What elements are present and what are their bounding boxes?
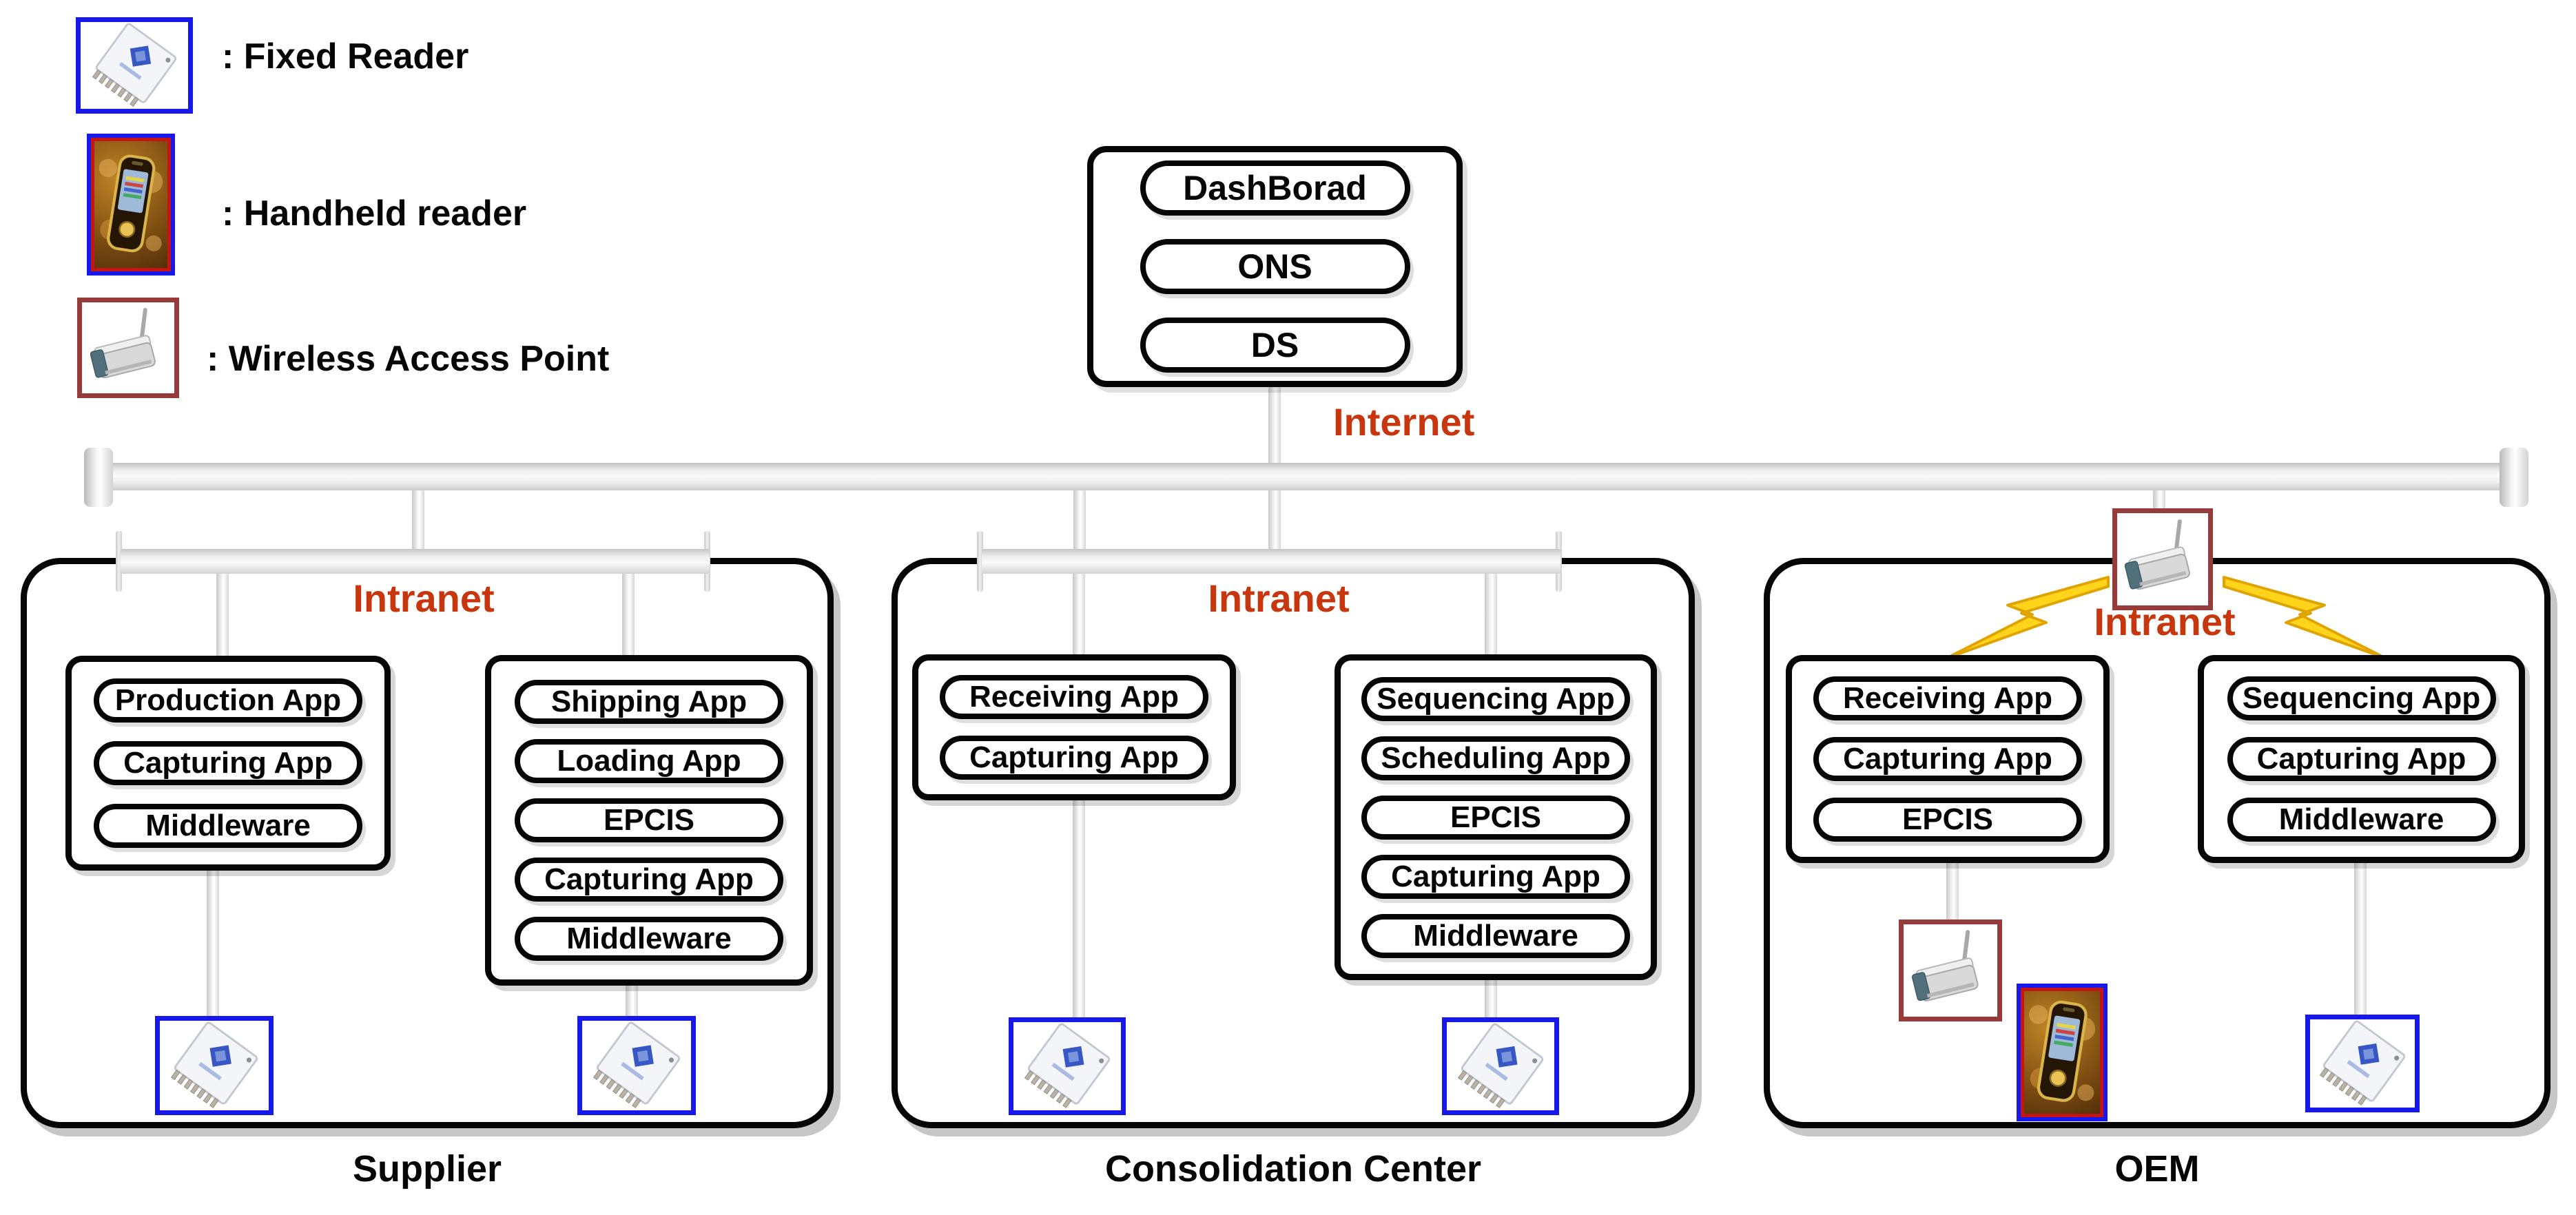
cc-intranet-left-tick — [977, 531, 983, 592]
supplier-intranet-pipe — [121, 549, 710, 574]
cc-intranet-pipe — [982, 549, 1560, 574]
internet-services-box: DashBorad ONS DS — [1087, 146, 1463, 387]
section-label-consolidation-center: Consolidation Center — [1104, 1148, 1481, 1190]
wire-cc-right-box-to-reader — [1485, 978, 1497, 1021]
pill-dashboard: DashBorad — [1140, 160, 1410, 216]
fixed-reader-icon — [577, 1016, 696, 1115]
fixed-reader-icon — [155, 1016, 274, 1115]
cc-left-box: Receiving App Capturing App — [912, 654, 1236, 800]
wire-cc-bar-to-left-box — [1073, 572, 1085, 658]
pill-capturing-app: Capturing App — [94, 741, 362, 785]
supplier-left-box: Production App Capturing App Middleware — [65, 656, 391, 871]
fixed-reader-art — [81, 22, 188, 109]
fixed-reader-art — [1447, 1022, 1554, 1110]
fixed-reader-icon — [76, 17, 193, 114]
wire-backbone-to-consolidation — [1073, 489, 1086, 552]
legend-label-handheld-reader: : Handheld reader — [222, 194, 527, 233]
pill-loading-app: Loading App — [515, 739, 783, 783]
pill-middleware: Middleware — [515, 917, 783, 961]
fixed-reader-icon — [1009, 1017, 1126, 1115]
supplier-right-box: Shipping App Loading App EPCIS Capturing… — [485, 655, 813, 986]
pill-epcis: EPCIS — [1361, 795, 1630, 840]
cc-right-box: Sequencing App Scheduling App EPCIS Capt… — [1335, 654, 1657, 980]
pill-production-app: Production App — [94, 678, 362, 723]
pill-epcis: EPCIS — [1813, 798, 2082, 842]
wire-backbone-to-supplier — [412, 489, 424, 552]
wire-supplier-bar-to-right-box — [622, 572, 635, 660]
pill-scheduling-app: Scheduling App — [1361, 736, 1630, 780]
handheld-reader-icon — [87, 134, 175, 276]
pill-sequencing-app: Sequencing App — [2227, 676, 2496, 720]
intranet-label-supplier: Intranet — [353, 577, 495, 620]
legend-label-fixed-reader: : Fixed Reader — [222, 37, 469, 76]
handheld-reader-photo — [91, 138, 171, 271]
wireless-access-point-art — [2123, 518, 2192, 592]
fixed-reader-art — [160, 1021, 269, 1110]
wireless-access-point-icon — [1899, 920, 2002, 1021]
backbone-right-cap — [2500, 448, 2528, 507]
handheld-reader-art — [94, 141, 167, 268]
pill-capturing-app: Capturing App — [1813, 737, 2082, 781]
pill-sequencing-app: Sequencing App — [1361, 676, 1630, 721]
pill-shipping-app: Shipping App — [515, 680, 783, 724]
intranet-label-consolidation: Intranet — [1208, 577, 1350, 620]
pill-epcis: EPCIS — [515, 798, 783, 842]
backbone-left-cap — [84, 448, 113, 507]
pill-receiving-app: Receiving App — [940, 675, 1208, 719]
wire-cc-left-box-to-reader — [1073, 799, 1085, 1021]
pill-ds: DS — [1140, 318, 1410, 373]
fixed-reader-art — [2310, 1019, 2415, 1108]
oem-left-box: Receiving App Capturing App EPCIS — [1786, 655, 2110, 863]
pill-middleware: Middleware — [1361, 913, 1630, 958]
pill-middleware: Middleware — [94, 804, 362, 848]
fixed-reader-art — [1013, 1022, 1121, 1110]
pill-middleware: Middleware — [2227, 798, 2496, 842]
legend-label-wireless-access-point: : Wireless Access Point — [207, 339, 610, 379]
wireless-access-point-icon — [2112, 508, 2213, 610]
intranet-label-oem: Intranet — [2094, 600, 2236, 643]
pill-receiving-app: Receiving App — [1813, 676, 2082, 720]
fixed-reader-icon — [1442, 1017, 1559, 1115]
fixed-reader-art — [582, 1021, 691, 1110]
wireless-access-point-art — [1910, 928, 1979, 1004]
handheld-reader-art — [2024, 991, 2100, 1114]
pill-capturing-app: Capturing App — [940, 736, 1208, 780]
section-label-supplier: Supplier — [352, 1148, 502, 1190]
wireless-access-point-art — [88, 307, 157, 381]
supplier-intranet-left-tick — [116, 531, 122, 592]
wire-cc-bar-to-right-box — [1485, 572, 1497, 658]
wire-supplier-right-box-to-reader — [626, 984, 638, 1019]
wire-oem-left-box-to-wap — [1946, 861, 1959, 923]
pill-capturing-app: Capturing App — [515, 858, 783, 902]
section-label-oem: OEM — [2114, 1148, 2200, 1190]
wire-oem-right-box-to-reader — [2354, 861, 2367, 1018]
handheld-reader-photo — [2021, 988, 2103, 1117]
pill-capturing-app: Capturing App — [2227, 737, 2496, 781]
internet-label: Internet — [1333, 400, 1475, 444]
pill-ons: ONS — [1140, 239, 1410, 294]
internet-backbone-pipe — [110, 463, 2502, 490]
fixed-reader-icon — [2305, 1015, 2420, 1112]
handheld-reader-icon — [2017, 984, 2108, 1121]
pill-capturing-app: Capturing App — [1361, 854, 1630, 899]
wire-supplier-bar-to-left-box — [216, 572, 229, 661]
wire-supplier-left-box-to-reader — [207, 869, 219, 1019]
oem-right-box: Sequencing App Capturing App Middleware — [2198, 655, 2525, 863]
wireless-access-point-icon — [77, 298, 179, 398]
